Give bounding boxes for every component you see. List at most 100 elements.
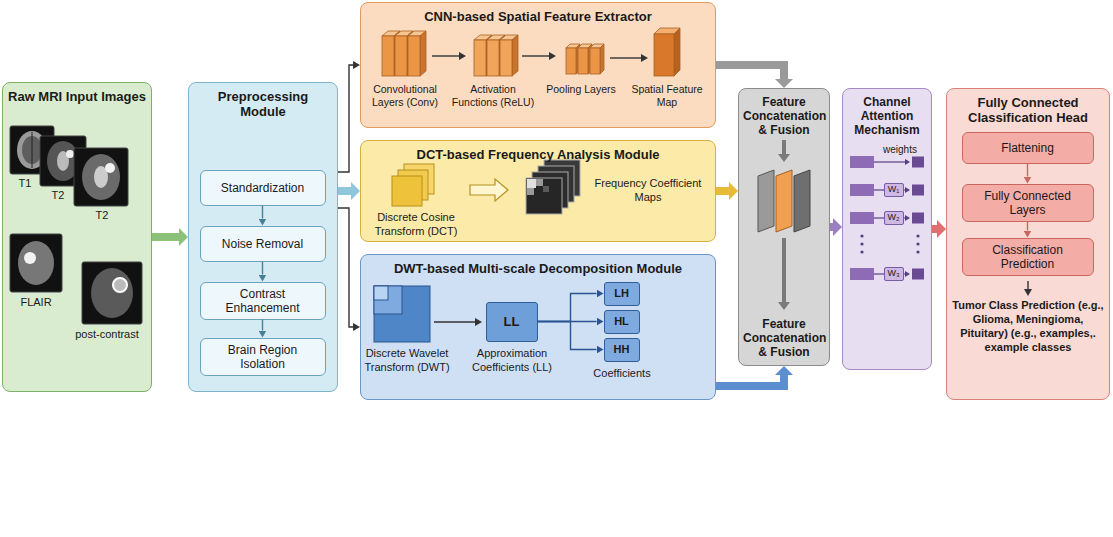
cnn-layer-stacks: [382, 28, 680, 76]
process-box: Noise Removal: [200, 226, 326, 262]
figure-label: Frequency Coefficient Maps: [588, 176, 708, 204]
connector-arrow: [1027, 164, 1028, 177]
modality-label: T2: [42, 188, 74, 202]
panel-title: Feature Concatenation & Fusion: [743, 95, 825, 137]
layer-label: Activation Functions (ReLU): [450, 83, 536, 109]
module-panel: Preprocessing ModuleStandardizationNoise…: [188, 82, 338, 392]
panel-title: Raw MRI Input Images: [8, 89, 146, 104]
figure-label: Discrete Cosine Transform (DCT): [362, 210, 470, 238]
box-label: W₃: [887, 268, 899, 279]
modality-label: post-contrast: [64, 327, 150, 341]
figure-label: Discrete Cosine Transform (DCT): [362, 210, 470, 238]
coefficient-box: HH: [604, 338, 640, 362]
dwt-illustration: [374, 286, 475, 342]
connector-arrow: [716, 187, 729, 195]
connector-arrow: [338, 65, 353, 172]
box-label: HH: [614, 343, 630, 356]
prediction-note: Tumor Class Prediction (e.g., Glioma, Me…: [952, 298, 1104, 354]
connector-arrow: [338, 187, 351, 195]
layer-label: Convolutional Layers (Conv): [362, 83, 448, 109]
layer-label: Spatial Feature Map: [624, 83, 710, 109]
fusion-panel: Feature Concatenation & FusionFeature Co…: [738, 88, 830, 366]
panel-title: Channel Attention Mechanism: [848, 95, 926, 137]
panel-title: CNN-based Spatial Feature Extractor: [366, 9, 710, 24]
fusion-illustration: [758, 140, 810, 302]
modality-label: FLAIR: [8, 295, 64, 309]
connector-arrow: [1027, 222, 1028, 231]
connector-arrow: [716, 65, 784, 79]
modality-label: T1: [8, 176, 42, 190]
coefficient-box: HL: [604, 310, 640, 334]
figure-label: Coefficients: [582, 366, 662, 380]
modality-label: T2: [84, 208, 120, 222]
figure-label: Frequency Coefficient Maps: [588, 176, 708, 204]
mri-images: [10, 126, 142, 324]
attention-illustration: [850, 156, 924, 280]
box-label: W₂: [888, 212, 900, 223]
box-label: W₁: [888, 184, 900, 195]
process-box: Brain Region Isolation: [200, 338, 326, 376]
prediction-note: Tumor Class Prediction (e.g., Glioma, Me…: [952, 298, 1104, 354]
dct-illustration: [392, 160, 580, 214]
figure-label: Discrete Wavelet Transform (DWT): [362, 346, 452, 374]
box-label: HL: [614, 315, 629, 328]
figure-label: Discrete Wavelet Transform (DWT): [362, 346, 452, 374]
prediction-pointer: [1028, 281, 1029, 289]
box-label: Flattening: [1001, 141, 1054, 155]
modality-label: T2: [42, 188, 74, 202]
box-label: LH: [614, 287, 629, 300]
panel-title: DWT-based Multi-scale Decomposition Modu…: [366, 261, 710, 276]
modality-label: T1: [8, 176, 42, 190]
modality-label: FLAIR: [8, 295, 64, 309]
layer-label: Activation Functions (ReLU): [450, 83, 536, 109]
weight-box: W₃: [884, 267, 904, 281]
connector-arrow: [338, 208, 353, 327]
panel-title: Fully Connected Classification Head: [952, 95, 1104, 125]
panel-title: Preprocessing Module: [194, 89, 332, 119]
panel-title: DCT-based Frequency Analysis Module: [366, 147, 710, 162]
process-box: Flattening: [962, 132, 1094, 164]
panel-title: Feature Concatenation & Fusion: [743, 317, 825, 359]
classifier-panel: Fully Connected Classification HeadFlatt…: [946, 88, 1110, 400]
box-label: LL: [504, 314, 520, 329]
weights-label: weights: [872, 143, 928, 156]
weights-label: weights: [872, 143, 928, 156]
box-label: Contrast Enhancement: [207, 287, 319, 315]
layer-label: Convolutional Layers (Conv): [362, 83, 448, 109]
figure-label: Approximation Coefficients (LL): [462, 346, 562, 374]
connector-arrow: [538, 321, 597, 322]
connector-arrow: [538, 322, 597, 350]
layer-label: Pooling Layers: [538, 83, 624, 96]
layer-label: Pooling Layers: [538, 83, 624, 96]
connector-arrow: [932, 225, 937, 233]
connector-arrow: [262, 320, 263, 331]
process-box: Fully Connected Layers: [962, 184, 1094, 222]
modality-label: T2: [84, 208, 120, 222]
weight-box: W₁: [884, 183, 904, 197]
input-panel: Raw MRI Input Images: [2, 82, 152, 392]
modality-label: post-contrast: [64, 327, 150, 341]
weight-box: W₂: [884, 211, 904, 225]
box-label: Noise Removal: [222, 237, 303, 251]
cnn-flow-arrows: [432, 56, 641, 58]
attention-panel: Channel Attention MechanismW₁ W₂ W₃: [842, 88, 932, 370]
box-label: Classification Prediction: [969, 243, 1087, 271]
connector-arrow: [830, 223, 833, 231]
process-box: Standardization: [200, 170, 326, 206]
connector-arrow: [152, 233, 179, 241]
connector-arrow: [716, 375, 784, 386]
box-label: Brain Region Isolation: [207, 343, 319, 371]
layer-label: Spatial Feature Map: [624, 83, 710, 109]
module-panel: DWT-based Multi-scale Decomposition Modu…: [360, 254, 716, 400]
module-panel: CNN-based Spatial Feature Extractor: [360, 2, 716, 128]
connector-arrow: [262, 262, 263, 275]
figure-label: Coefficients: [582, 366, 662, 380]
box-label: Fully Connected Layers: [969, 189, 1087, 217]
coefficient-box: LH: [604, 282, 640, 306]
connector-arrow: [262, 206, 263, 219]
coefficient-box: LL: [486, 302, 538, 342]
box-label: Standardization: [221, 181, 304, 195]
figure-label: Approximation Coefficients (LL): [462, 346, 562, 374]
process-box: Contrast Enhancement: [200, 282, 326, 320]
